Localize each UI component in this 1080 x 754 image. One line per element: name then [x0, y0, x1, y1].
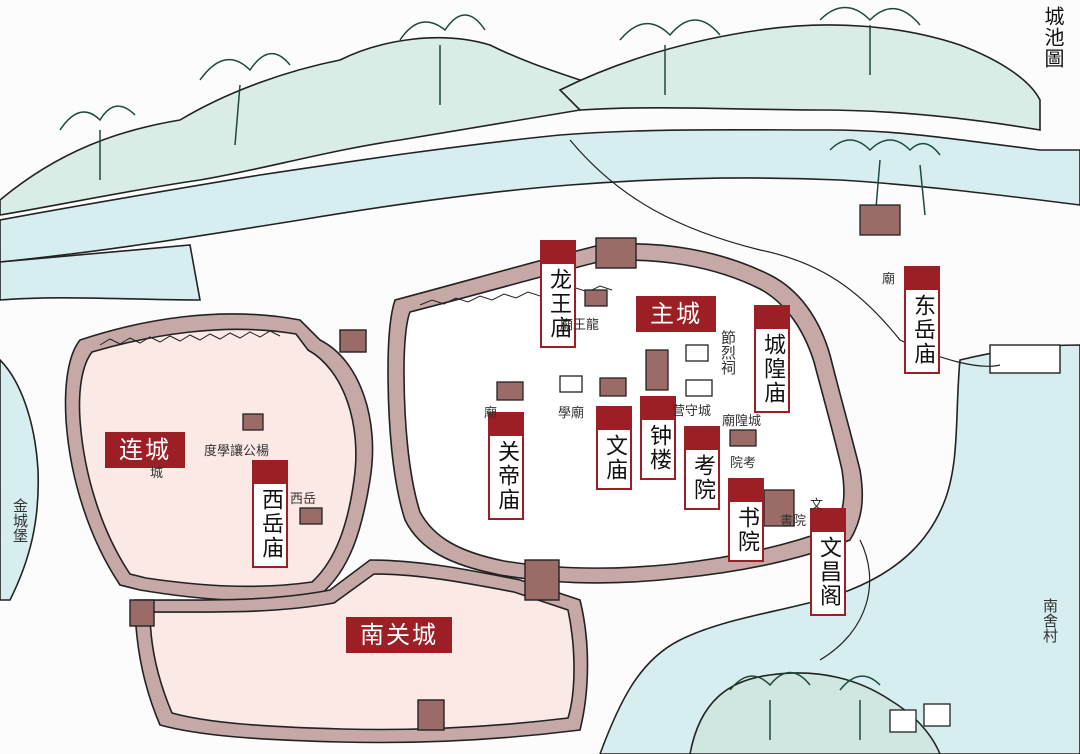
- caption-miao: 廟: [882, 272, 896, 287]
- place-label-longwangmiao: 龙王庙: [540, 240, 576, 348]
- place-label-text: 文昌阁: [816, 536, 841, 608]
- caption-wen: 文: [810, 498, 824, 513]
- district-label-liancheng: 连城: [105, 432, 185, 468]
- place-label-text: 龙王庙: [546, 268, 571, 340]
- place-label-text: 书院: [734, 506, 759, 554]
- place-label-text: 钟楼: [646, 424, 671, 472]
- caption-yingshou: 营守城: [672, 404, 712, 419]
- place-label-text: 东岳庙: [910, 294, 935, 366]
- caption-chenghuang: 廟隍城: [722, 414, 762, 429]
- place-label-wenchangge: 文昌阁: [810, 508, 846, 616]
- place-label-text: 关帝庙: [494, 440, 519, 512]
- caption-guandi: 廟: [484, 406, 498, 421]
- caption-longwang: 廟王龍: [560, 318, 600, 333]
- label-cap: [598, 408, 630, 430]
- place-label-zhonglou: 钟楼: [640, 396, 676, 480]
- label-cap: [756, 307, 788, 329]
- label-cap: [730, 480, 762, 502]
- place-label-chenghuangmiao: 城隍庙: [754, 305, 790, 413]
- label-cap: [906, 268, 938, 290]
- place-label-wenmiao: 文庙: [596, 406, 632, 490]
- southern-river: [0, 344, 1080, 754]
- label-cap: [812, 510, 844, 532]
- caption-jiexiao: 節烈祠: [719, 330, 737, 375]
- northern-hills: [0, 24, 1041, 216]
- caption-nanshe-cun: 南舍村: [1041, 598, 1059, 643]
- caption-gongshu: 度學讓公楊: [204, 444, 270, 459]
- place-label-shuyuan: 书院: [728, 478, 764, 562]
- caption-wenmiao: 學廟: [558, 406, 585, 421]
- northern-river: [0, 128, 1080, 301]
- label-cap: [490, 414, 522, 436]
- place-label-guandimiao: 关帝庙: [488, 412, 524, 520]
- caption-liancheng: 城: [150, 466, 164, 481]
- place-label-text: 文庙: [602, 434, 627, 482]
- label-cap: [642, 398, 674, 420]
- southern-hills: [689, 672, 941, 754]
- trees: [59, 6, 941, 740]
- place-label-text: 西岳庙: [258, 488, 283, 560]
- place-label-kaoyuan: 考院: [684, 426, 720, 510]
- caption-shuyuan: 書院: [780, 514, 807, 529]
- place-label-text: 考院: [690, 454, 715, 502]
- place-label-xiyuemiao: 西岳庙: [252, 460, 288, 568]
- buildings: [242, 204, 951, 733]
- city-gates: [129, 237, 1061, 731]
- caption-xiyue: 西岳: [290, 492, 317, 507]
- map-title: 城池圖: [1041, 6, 1065, 69]
- label-cap: [542, 242, 574, 264]
- district-label-zhucheng: 主城: [636, 296, 716, 332]
- label-cap: [254, 462, 286, 484]
- place-label-dongyuemiao: 东岳庙: [904, 266, 940, 374]
- place-label-text: 城隍庙: [760, 333, 785, 405]
- label-cap: [686, 428, 718, 450]
- caption-kaoyuan: 院考: [730, 456, 757, 471]
- caption-jincheng-bao: 金城堡: [11, 498, 29, 543]
- district-label-nanguancheng: 南关城: [346, 617, 452, 653]
